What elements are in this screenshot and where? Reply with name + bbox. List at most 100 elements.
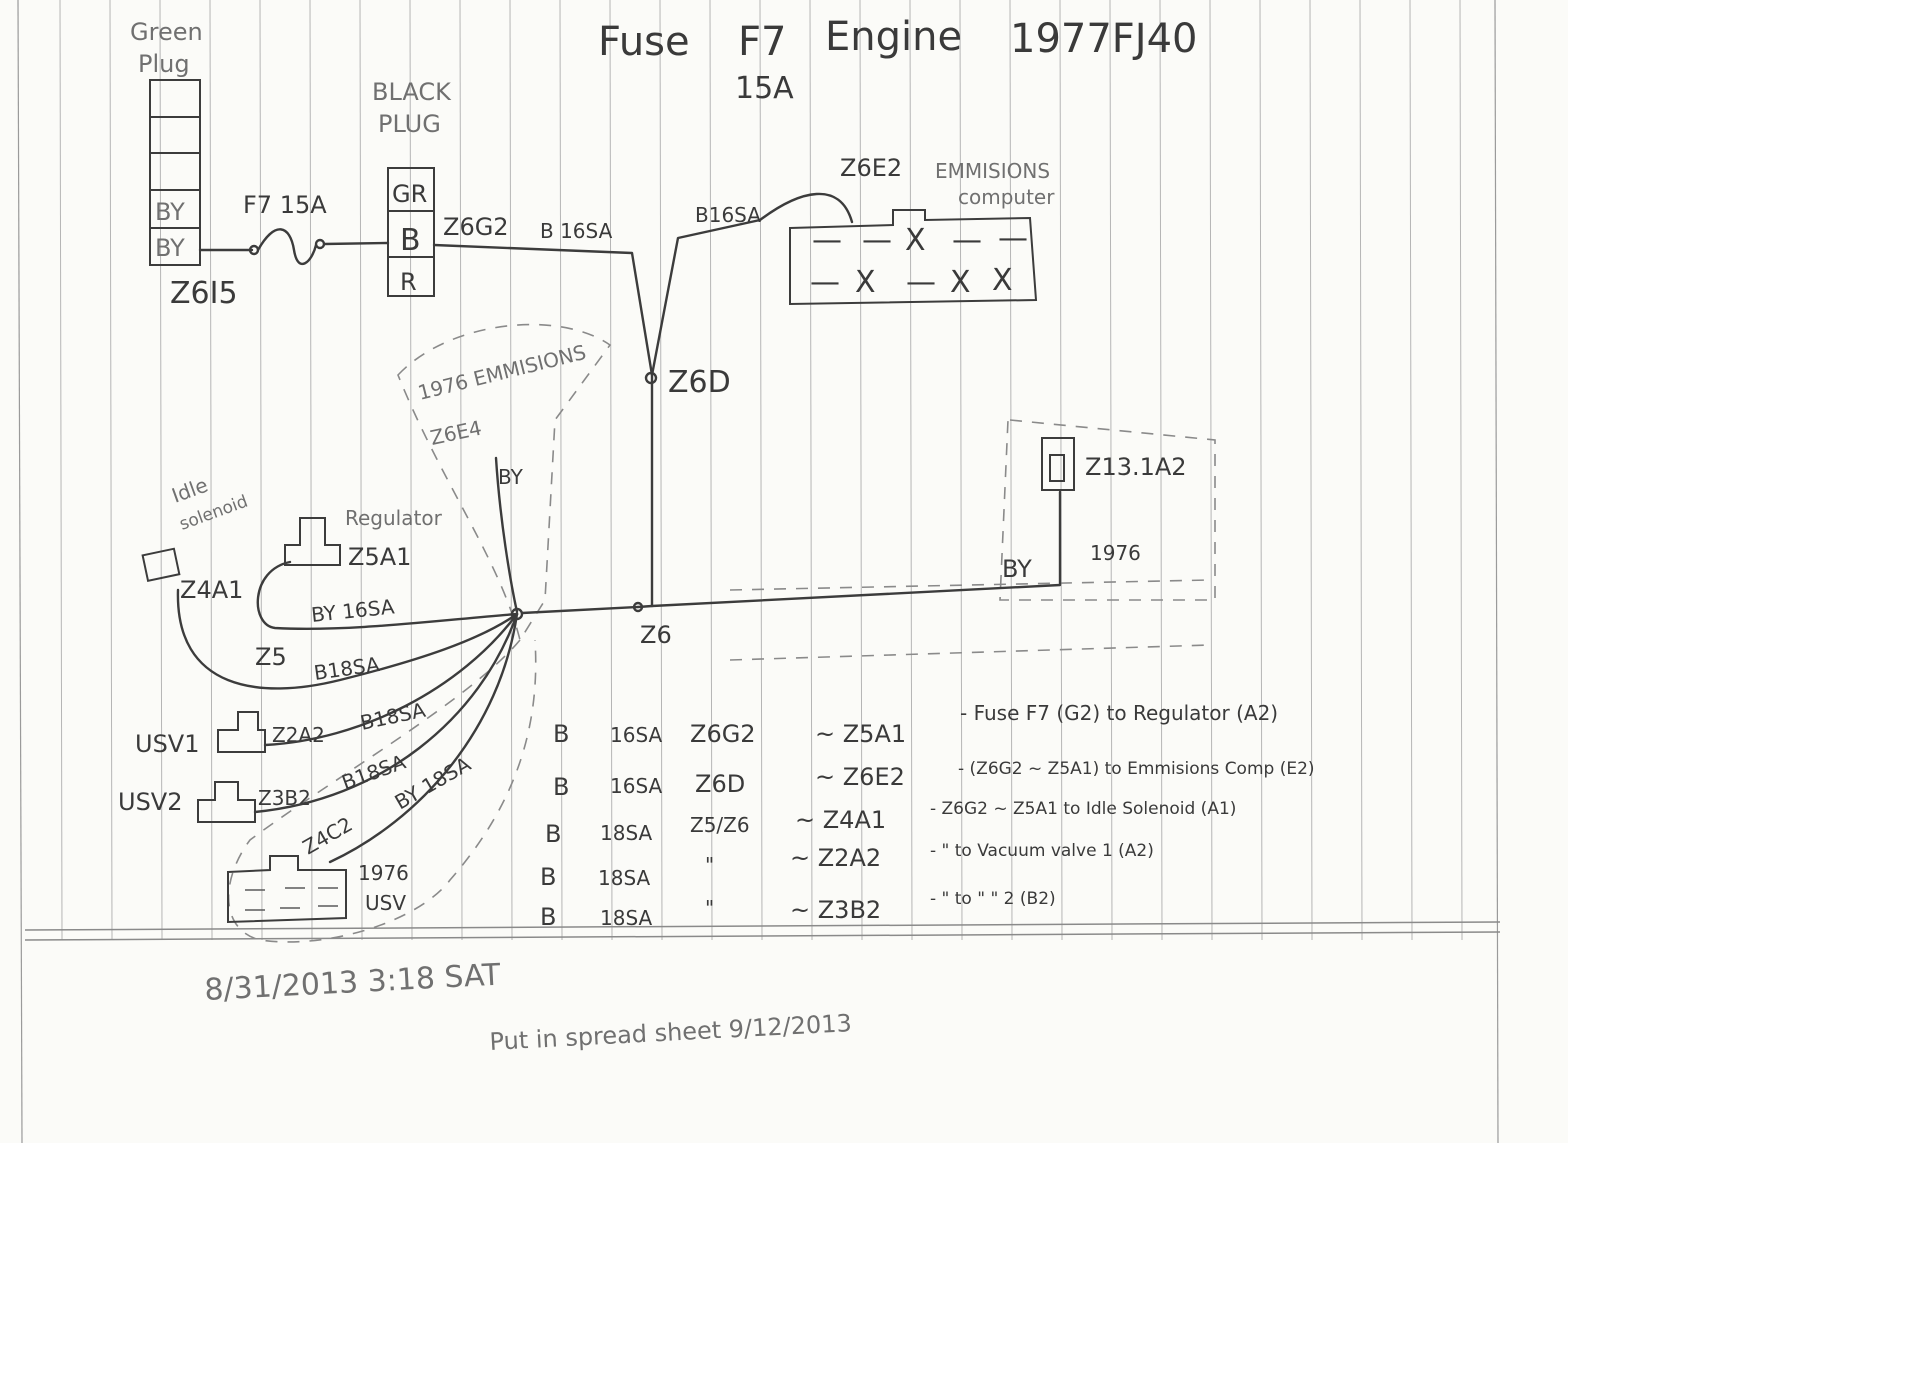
emissions-1976-label: 1976 EMMISIONS xyxy=(415,340,588,405)
regulator-terminal: Z5A1 xyxy=(348,543,411,571)
table-cell-desc: - " to Vacuum valve 1 (A2) xyxy=(930,841,1154,861)
ecu-pin-r1-5: — xyxy=(998,221,1028,256)
green-plug-connector: Green Plug BY BY Z6I5 xyxy=(130,18,238,311)
table-cell-desc: - Z6G2 ~ Z5A1 to Idle Solenoid (A1) xyxy=(930,799,1236,819)
ruled-lines xyxy=(17,0,1501,1143)
regulator-connector xyxy=(284,517,341,566)
usv1-label: USV1 xyxy=(135,730,200,758)
wire-z6 xyxy=(520,604,654,615)
title-vehicle: 1977FJ40 xyxy=(1010,16,1198,62)
usv2-terminal: Z3B2 xyxy=(258,786,311,810)
table-cell-gauge: 18SA xyxy=(598,866,651,890)
usv1: USV1 Z2A2 B18SA xyxy=(135,612,519,758)
emissions-1976-region: 1976 EMMISIONS Z6E4 xyxy=(227,323,612,943)
footer-date: 8/31/2013 3:18 SAT xyxy=(204,957,502,1007)
wire-by-1976 xyxy=(650,490,1062,608)
usv-1976-year: 1976 xyxy=(358,861,409,885)
wire-z3b2 xyxy=(253,612,519,814)
black-plug-slot-gr: GR xyxy=(392,180,427,208)
emissions-computer-label: EMMISIONS xyxy=(935,159,1050,183)
wire-label-b16sa-2: B16SA xyxy=(695,203,761,227)
table-row: B 16SA Z6G2 ~ Z5A1 - Fuse F7 (G2) to Reg… xyxy=(553,701,1278,748)
black-plug-connector: BLACK PLUG GR B R xyxy=(372,78,452,297)
green-plug-slot-5: BY xyxy=(155,234,185,262)
footer-note: Put in spread sheet 9/12/2013 xyxy=(489,1009,853,1056)
connector-z13-label: Z13.1A2 xyxy=(1085,453,1187,481)
usv2-connector xyxy=(197,781,256,823)
table-row: B 18SA Z5/Z6 ~ Z4A1 - Z6G2 ~ Z5A1 to Idl… xyxy=(545,799,1236,848)
wire-z5a1 xyxy=(256,560,519,630)
table-cell-to: ~ Z2A2 xyxy=(790,844,881,872)
wire-label-b16sa: B 16SA xyxy=(540,219,613,243)
ecu-pin-r2-3: — xyxy=(906,265,936,300)
wire-label-by-1976: BY xyxy=(1002,555,1032,583)
ecu-pin-r2-4: X xyxy=(950,265,971,300)
wire-label-z6e2: Z6E2 xyxy=(840,154,902,182)
wire-z6d xyxy=(650,192,854,377)
ecu-pin-r1-3: X xyxy=(905,223,926,258)
wiring-diagram: Fuse F7 Engine 1977FJ40 15A Green Plug B… xyxy=(17,0,1501,1143)
table-cell-gauge: 18SA xyxy=(600,821,653,845)
ecu-pin-r2-2: X xyxy=(855,265,876,300)
table-cell-to: ~ Z4A1 xyxy=(795,806,886,834)
green-plug-label-2: Plug xyxy=(138,50,190,78)
title-circuit: Engine xyxy=(825,14,962,60)
wire-label-z6g2: Z6G2 xyxy=(443,213,509,241)
table-cell-gauge: 16SA xyxy=(610,723,663,747)
table-cell-from: Z5/Z6 xyxy=(690,813,750,837)
usv2-label: USV2 xyxy=(118,788,183,816)
splice-z6d xyxy=(644,371,658,385)
wire-label-z6: Z6 xyxy=(640,621,672,649)
green-plug-label: Green xyxy=(130,18,203,46)
black-plug-slot-b: B xyxy=(400,223,421,258)
table-cell-gauge: 18SA xyxy=(600,906,653,930)
ecu-pin-r1-2: — xyxy=(862,223,892,258)
title-rating: 15A xyxy=(735,71,794,106)
usv1-connector xyxy=(217,711,266,753)
green-plug-terminal-id: Z6I5 xyxy=(170,276,238,311)
emissions-computer-label-2: computer xyxy=(958,185,1055,209)
table-cell-from: Z6D xyxy=(695,770,745,798)
fuse-f7-label: F7 15A xyxy=(243,191,327,219)
wire-label-z5: Z5 xyxy=(255,643,287,671)
page-title: Fuse F7 Engine 1977FJ40 15A xyxy=(598,14,1198,106)
wire-by-trunk xyxy=(494,456,519,614)
wire-label-by16sa: BY 16SA xyxy=(310,594,396,627)
table-cell-desc: - Fuse F7 (G2) to Regulator (A2) xyxy=(960,701,1278,725)
ecu-pin-r2-5: X xyxy=(992,263,1013,298)
table-row: B 18SA " ~ Z3B2 - " to " " 2 (B2) xyxy=(540,889,1056,931)
black-plug-label: BLACK xyxy=(372,78,452,106)
label-1976-right: 1976 xyxy=(1090,541,1141,565)
idle-solenoid-label: Idle xyxy=(169,473,211,508)
idle-solenoid-connector xyxy=(141,547,181,583)
table-cell-from: " xyxy=(705,853,714,877)
idle-solenoid-terminal: Z4A1 xyxy=(180,576,243,604)
usv-1976-label: USV xyxy=(365,891,406,915)
table-cell-gauge: 16SA xyxy=(610,774,663,798)
green-plug-slot-4: BY xyxy=(155,198,185,226)
connector-z13 xyxy=(1041,437,1075,491)
footer-notes: 8/31/2013 3:18 SAT Put in spread sheet 9… xyxy=(204,957,853,1056)
emissions-computer: EMMISIONS computer — — X — — — X — X X xyxy=(789,159,1055,306)
notebook-sheet: Fuse F7 Engine 1977FJ40 15A Green Plug B… xyxy=(17,0,1501,1143)
table-cell-color: B xyxy=(540,903,556,931)
wire-z6g2 xyxy=(432,243,654,607)
fuse-f7: F7 15A xyxy=(198,191,390,266)
wire-label-by: BY xyxy=(498,465,524,489)
usv-1976-connector xyxy=(227,855,347,924)
regulator-label: Regulator xyxy=(345,506,443,530)
wire-table: B 16SA Z6G2 ~ Z5A1 - Fuse F7 (G2) to Reg… xyxy=(540,701,1315,931)
table-cell-desc: - " to " " 2 (B2) xyxy=(930,889,1056,909)
table-cell-to: ~ Z5A1 xyxy=(815,720,906,748)
black-plug-slot-r: R xyxy=(400,268,417,296)
table-cell-to: ~ Z6E2 xyxy=(815,763,905,791)
ecu-pin-r1-1: — xyxy=(812,223,842,258)
regulator: Regulator Z5A1 BY 16SA xyxy=(256,506,519,630)
table-cell-color: B xyxy=(545,820,561,848)
connector-z13-region: Z13.1A2 BY 1976 xyxy=(650,419,1216,661)
emissions-1976-id: Z6E4 xyxy=(428,416,484,450)
wire-z2a2 xyxy=(263,612,519,747)
wire-label-b18sa-2: B18SA xyxy=(358,698,428,735)
table-cell-color: B xyxy=(553,720,569,748)
table-row: B 16SA Z6D ~ Z6E2 - (Z6G2 ~ Z5A1) to Emm… xyxy=(553,759,1315,801)
